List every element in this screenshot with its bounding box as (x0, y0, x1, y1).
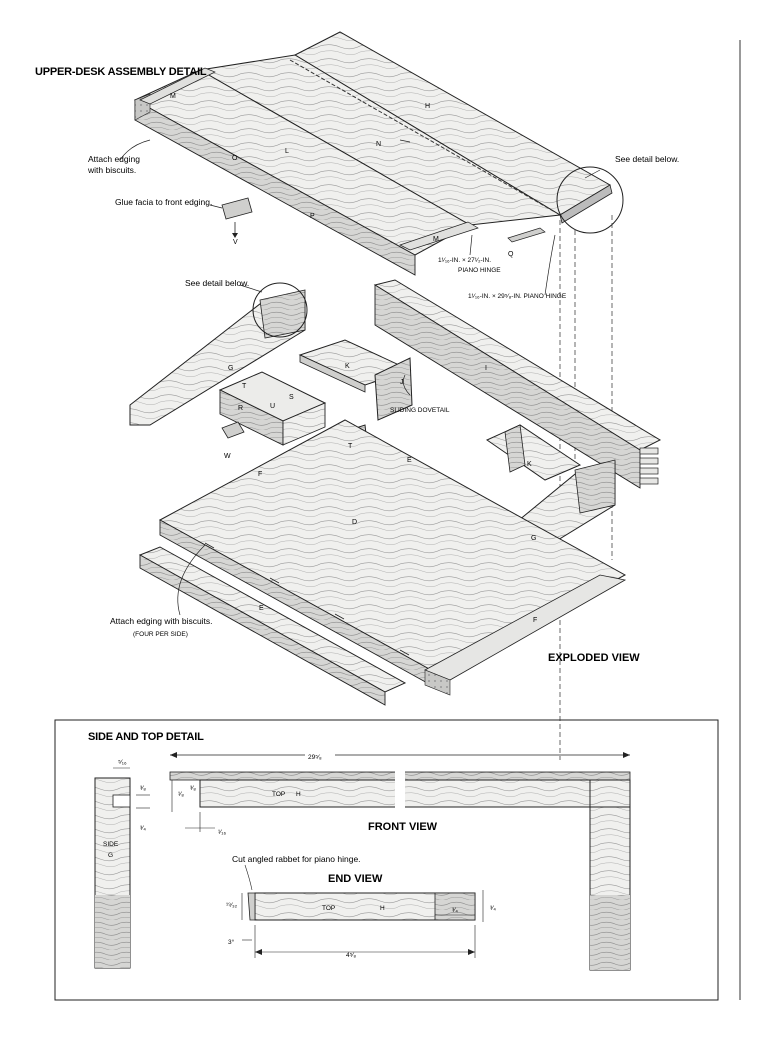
note-see-detail-right: See detail below. (615, 154, 679, 164)
part-label-o: O (232, 155, 238, 162)
part-label-g-right: G (531, 535, 536, 542)
part-label-h: H (425, 103, 430, 110)
dim-overall-width: 29⁵⁄₈ (308, 754, 322, 761)
end-rabbet (247, 892, 256, 921)
part-j-block (374, 357, 413, 421)
part-label-s: S (289, 394, 294, 401)
dim-3-8-side: ³⁄₈ (140, 785, 146, 792)
part-label-p: P (310, 213, 315, 220)
note-cut-rabbet: Cut angled rabbet for piano hinge. (232, 854, 361, 864)
part-label-k-right: K (527, 461, 532, 468)
dim-1-8: ¹⁄₈ (178, 791, 184, 798)
part-label-v: V (233, 239, 238, 246)
edging-m-right (399, 221, 479, 251)
title-end-view: END VIEW (328, 873, 383, 885)
dim-5-16: ⁵⁄₁₆ (118, 759, 127, 766)
note-attach-biscuits: Attach edging with biscuits. (110, 616, 213, 626)
side-label: SIDE (103, 841, 119, 848)
note-attach-edging-2: with biscuits. (87, 165, 136, 175)
front-top-label: TOP (272, 791, 285, 798)
dim-3-8-front: ³⁄₈ (190, 785, 196, 792)
note-hinge2: 1¹⁄₁₆-IN. × 29⁵⁄₈-IN. PIANO HINGE (468, 293, 567, 300)
dim-3-4-end: ³⁄₄ (452, 907, 458, 914)
part-label-f-left: F (258, 471, 262, 478)
front-dim-lines (171, 780, 215, 832)
side-g-letter: G (108, 852, 113, 859)
note-four-per-side: (FOUR PER SIDE) (133, 631, 188, 638)
detail-circle-right (556, 166, 624, 234)
title-side-top: SIDE AND TOP DETAIL (88, 731, 204, 743)
dim-19-32: ¹⁹⁄₃₂ (226, 902, 238, 909)
note-see-detail-left: See detail below. (185, 278, 249, 288)
front-top-h-letter: H (296, 791, 301, 798)
note-glue-facia: Glue facia to front edging. (115, 197, 212, 207)
title-front-view: FRONT VIEW (368, 821, 438, 833)
knob-w (221, 421, 245, 439)
biscuit-slots (204, 542, 410, 656)
end-top-h-letter: H (380, 905, 385, 912)
note-hinge1-1: 1¹⁄₁₆-IN. × 27¹⁄₂-IN. (438, 257, 491, 264)
lid-edge (559, 184, 613, 224)
end-top-label: TOP (322, 905, 335, 912)
side-dim-lines (113, 767, 150, 809)
part-label-q: Q (508, 251, 514, 258)
part-label-d: D (352, 519, 357, 526)
piano-hinge-strip (289, 59, 556, 213)
dovetail-fingers (639, 447, 659, 485)
title-exploded-view: EXPLODED VIEW (548, 652, 640, 664)
dim-3-4-side: ³⁄₄ (140, 825, 146, 832)
part-label-l: L (285, 148, 289, 155)
part-label-j: J (400, 379, 404, 386)
note-hinge1-2: PIANO HINGE (458, 267, 501, 274)
note-sliding-dovetail: SLIDING DOVETAIL (390, 407, 450, 414)
part-label-u: U (270, 403, 275, 410)
detail-circle-left (252, 282, 308, 338)
part-label-i: I (485, 365, 487, 372)
note-attach-edging-1: Attach edging (88, 154, 140, 164)
part-label-e: E (259, 605, 264, 612)
dim-4-5-8: 4⁵⁄₈ (346, 952, 356, 959)
side-g-left-end (259, 289, 306, 339)
part-label-t-deck: T (348, 443, 353, 450)
end-dim-lines (241, 864, 484, 958)
part-label-f-right: F (533, 617, 537, 624)
part-label-k: K (345, 363, 350, 370)
detail-box (54, 719, 719, 1001)
part-label-e-back: E (407, 457, 412, 464)
part-label-m-top: M (170, 93, 176, 100)
dim-3deg: 3° (228, 938, 235, 946)
part-label-w: W (224, 453, 231, 460)
part-label-r: R (238, 405, 243, 412)
front-top-h (199, 779, 631, 808)
edging-m-left (139, 67, 216, 105)
dim-3-4-end-right: ³⁄₄ (490, 905, 496, 912)
part-q-strip (507, 227, 546, 243)
back-panel-i-face (374, 284, 641, 489)
part-label-m-bottom: M (433, 236, 439, 243)
leader-lines (119, 139, 601, 616)
part-label-n: N (376, 141, 381, 148)
title-upper-desk: UPPER-DESK ASSEMBLY DETAIL (35, 66, 207, 78)
part-letters: H N M L O P M Q V G K J I T S R U W T E … (170, 93, 537, 624)
facia-block-v (221, 197, 253, 220)
side-rabbet (112, 794, 131, 808)
part-label-t: T (242, 383, 247, 390)
part-label-g-left: G (228, 365, 233, 372)
dim-1-16: ¹⁄₁₆ (218, 829, 226, 836)
back-panel-i (373, 279, 662, 451)
